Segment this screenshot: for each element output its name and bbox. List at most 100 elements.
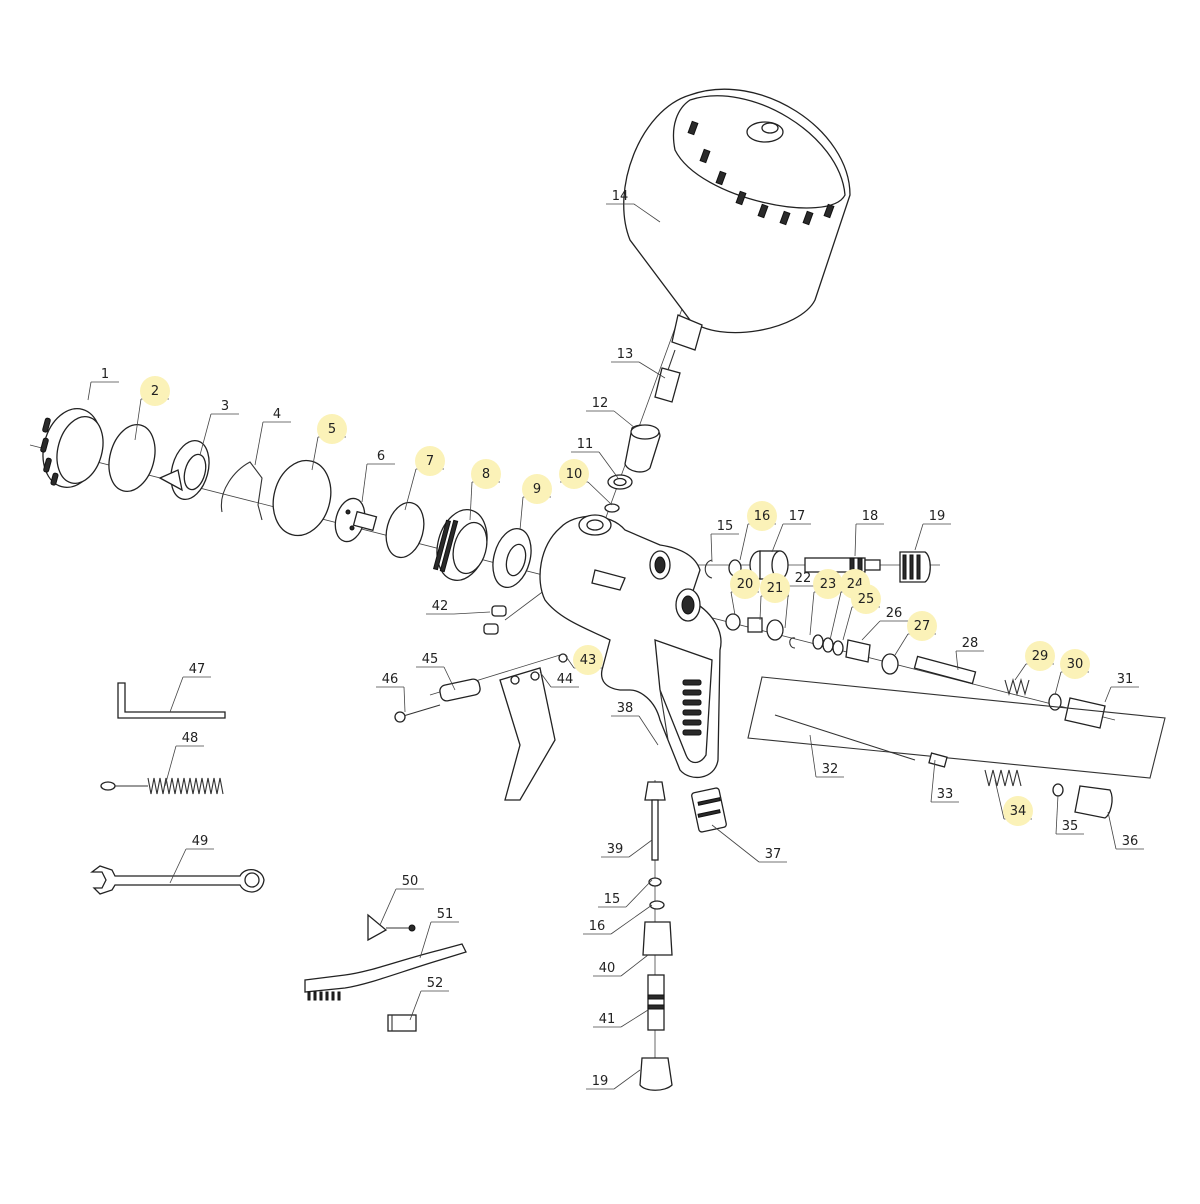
leader-line — [254, 421, 264, 466]
air-distribution-ring-part — [432, 509, 488, 581]
valve-stem-part — [804, 557, 881, 573]
part-number-label: 11 — [577, 437, 594, 452]
highlight-marker — [1060, 649, 1090, 679]
part-number-label: 33 — [937, 787, 954, 802]
pin-part — [394, 678, 481, 723]
leader-line — [771, 523, 784, 553]
part-number-label: 19 — [929, 509, 946, 524]
part-number-label: 10 — [566, 467, 583, 482]
leader-line — [199, 413, 212, 456]
adjustment-knob-part — [899, 551, 931, 583]
part-number-label: 8 — [482, 467, 490, 482]
part-number-label: 16 — [589, 919, 606, 934]
leader-line — [379, 888, 397, 926]
wire-brush-tool — [304, 943, 467, 1001]
part-number-label: 39 — [607, 842, 624, 857]
filter-tool — [387, 1014, 417, 1032]
part-number-label: 42 — [432, 599, 449, 614]
part-number-label: 48 — [182, 731, 199, 746]
leader-line — [638, 361, 666, 379]
highlight-marker — [471, 459, 501, 489]
fluid-nozzle-part — [334, 497, 378, 543]
leader-line — [638, 715, 659, 746]
part-number-label: 43 — [580, 653, 597, 668]
highlight-marker — [1025, 641, 1055, 671]
part-number-label: 52 — [427, 976, 444, 991]
part-number-label: 14 — [612, 189, 629, 204]
leader-line — [628, 839, 653, 858]
leader-line — [861, 620, 881, 641]
leader-line — [598, 451, 619, 479]
part-number-label: 21 — [767, 581, 784, 596]
part-number-label: 30 — [1067, 657, 1084, 672]
leader-line — [914, 523, 924, 551]
part-number-label: 22 — [795, 571, 812, 586]
highlight-marker — [573, 645, 603, 675]
c-clip-part — [704, 559, 713, 579]
part-number-label: 27 — [914, 619, 931, 634]
highlight-marker — [730, 569, 760, 599]
part-number-label: 29 — [1032, 649, 1049, 664]
part-number-label: 1 — [101, 367, 109, 382]
part-number-label: 12 — [592, 396, 609, 411]
paint-cup-part — [623, 88, 851, 351]
leader-line — [404, 468, 417, 511]
part-number-label: 40 — [599, 961, 616, 976]
part-number-label: 20 — [737, 577, 754, 592]
leader-line — [759, 595, 762, 621]
small-clip-part — [558, 653, 568, 663]
highlight-marker — [1003, 796, 1033, 826]
part-number-label: 6 — [377, 449, 385, 464]
highlight-marker — [851, 584, 881, 614]
leader-line — [710, 533, 713, 563]
part-number-label: 15 — [604, 892, 621, 907]
o-ring-part — [108, 424, 156, 492]
part-number-label: 32 — [822, 762, 839, 777]
leader-line — [169, 848, 187, 884]
leader-line — [1054, 671, 1062, 696]
leader-line — [539, 671, 552, 688]
leader-line — [633, 203, 661, 223]
leader-line — [1014, 663, 1027, 681]
highlight-marker — [907, 611, 937, 641]
highlight-marker — [317, 414, 347, 444]
leader-line — [453, 611, 491, 615]
part-number-label: 34 — [1010, 804, 1027, 819]
part-number-label: 38 — [617, 701, 634, 716]
highlight-marker — [140, 376, 170, 406]
leader-line — [620, 954, 649, 977]
seal-plate-part — [385, 501, 425, 559]
leader-line — [1107, 811, 1117, 850]
part-number-label: 47 — [189, 662, 206, 677]
highlight-marker — [415, 446, 445, 476]
leader-line — [842, 606, 853, 641]
part-number-label: 3 — [221, 399, 229, 414]
part-number-label: 28 — [962, 636, 979, 651]
part-number-label: 17 — [789, 509, 806, 524]
part-number-label: 9 — [533, 482, 541, 497]
part-number-label: 23 — [820, 577, 837, 592]
leader-line — [311, 436, 319, 471]
leader-line — [169, 676, 184, 713]
leader-line — [829, 591, 842, 641]
leader-line — [955, 650, 959, 671]
air-fitting-part — [691, 787, 727, 833]
needle-key-tool — [367, 913, 416, 942]
leader-line — [809, 591, 815, 636]
part-number-label: 15 — [717, 519, 734, 534]
cup-connector-stack — [604, 349, 681, 513]
part-number-label: 4 — [273, 407, 281, 422]
leader-line — [564, 654, 575, 669]
leader-line — [403, 686, 406, 713]
highlight-marker — [559, 459, 589, 489]
part-number-label: 41 — [599, 1012, 616, 1027]
highlight-marker — [522, 474, 552, 504]
leader-line — [711, 824, 760, 863]
leader-line — [134, 398, 142, 441]
part-number-label: 50 — [402, 874, 419, 889]
leader-line — [620, 1009, 649, 1028]
leader-line — [610, 904, 653, 935]
wrench-tool — [90, 865, 265, 895]
